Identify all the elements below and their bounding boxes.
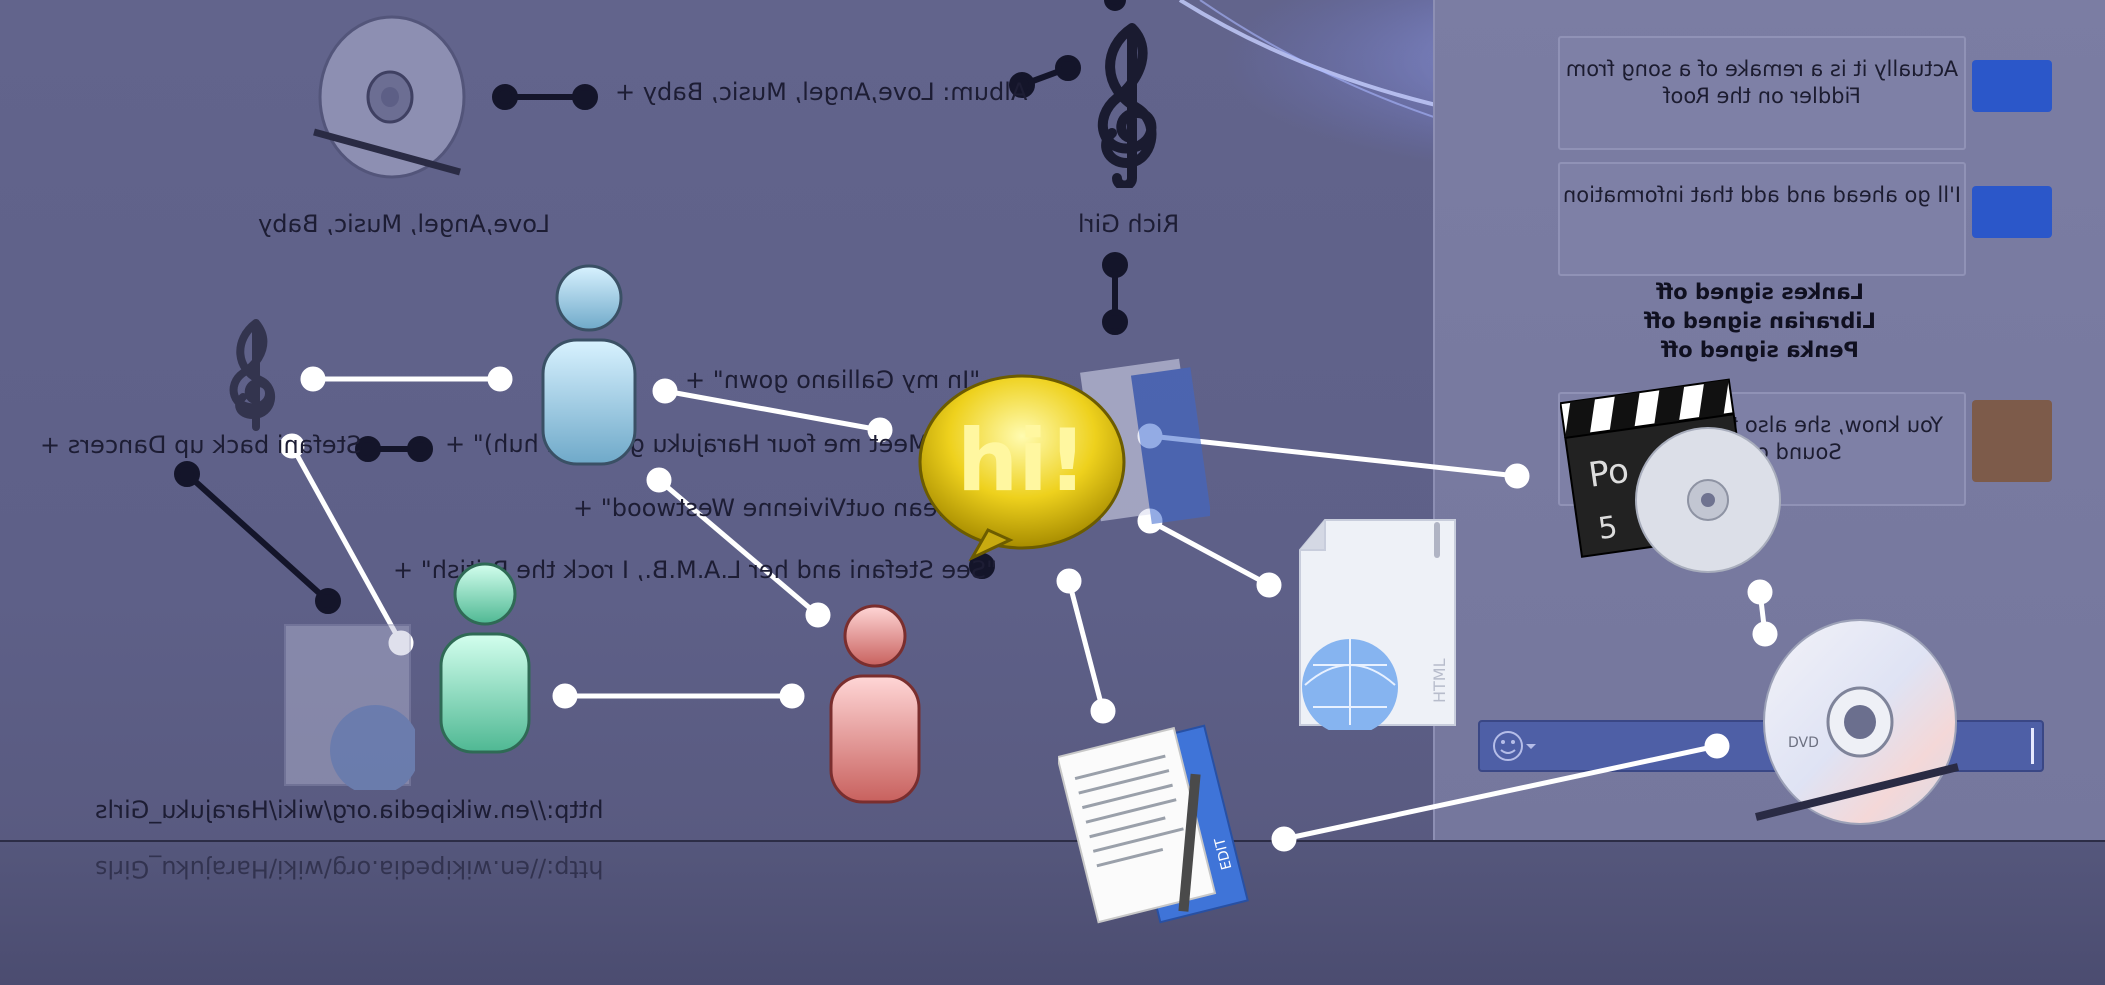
dvd-label: DVD <box>1788 735 1819 751</box>
url-reflection: http://en.wikipedia.org/wiki/Harajuku_Gi… <box>95 855 604 883</box>
smiley-icon[interactable] <box>1490 728 1540 764</box>
edit-badge: EDIT <box>1212 836 1235 872</box>
avatar <box>1972 60 2052 112</box>
hi-chat-text: hi! <box>957 411 1087 511</box>
lyric-label[interactable]: "Meet me four Harajuku girls (uh huh)" + <box>445 430 940 458</box>
html-document-icon[interactable]: HTML <box>1295 515 1470 730</box>
album-title: Love,Angel, Music, Baby <box>258 210 550 238</box>
song-title: Rich Girl <box>1078 210 1180 238</box>
dancers-label[interactable]: Stefani back up Dancers + <box>40 431 362 459</box>
clap-text: Po <box>1586 451 1631 496</box>
dvd-icon[interactable]: DVD <box>1748 612 1968 827</box>
treble-clef-icon[interactable] <box>218 315 293 435</box>
text-cursor <box>2031 728 2034 764</box>
clapperboard-icon[interactable]: Po 5 <box>1560 365 1790 575</box>
cd-icon[interactable] <box>310 12 470 182</box>
reflection-shelf <box>0 840 2105 985</box>
treble-clef-icon[interactable] <box>1082 18 1172 188</box>
clap-number: 5 <box>1596 510 1620 547</box>
text-edit-icon[interactable]: EDIT <box>1058 715 1258 945</box>
person-red-icon[interactable] <box>825 602 925 812</box>
html-document-icon <box>284 624 415 790</box>
person-green-icon[interactable] <box>435 560 535 760</box>
html-badge: HTML <box>1430 658 1449 703</box>
album-attribute-label[interactable]: Album: Love,Angel, Music, Baby + <box>615 78 1028 106</box>
url-label[interactable]: http://en.wikipedia.org/wiki/Harajuku_Gi… <box>95 796 604 824</box>
hi-chat-icon[interactable]: hi! <box>910 370 1140 570</box>
avatar <box>1972 400 2052 482</box>
person-blue-icon[interactable] <box>535 262 645 472</box>
avatar <box>1972 186 2052 238</box>
